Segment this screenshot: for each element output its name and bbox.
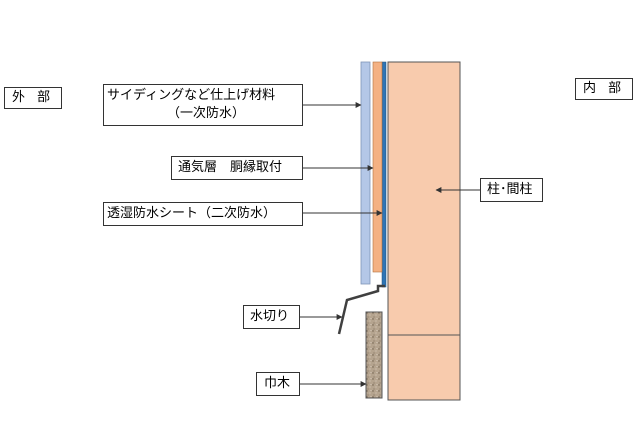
baseboard-block bbox=[365, 311, 383, 399]
siding-label-line1: サイディングなど仕上げ材料 bbox=[107, 88, 276, 103]
column-label-text: 柱･間柱 bbox=[487, 182, 533, 197]
inside-label: 内 部 bbox=[575, 78, 633, 100]
baseboard-label: 巾木 bbox=[256, 372, 300, 396]
column-lower bbox=[387, 334, 461, 401]
inside-label-text: 内 部 bbox=[583, 81, 626, 96]
column-upper bbox=[387, 61, 461, 336]
siding-label-line2: （一次防水） bbox=[167, 106, 246, 121]
moisture-sheet-layer bbox=[381, 61, 387, 288]
outside-label-text: 外 部 bbox=[12, 90, 55, 105]
air-layer-label-text: 通気層 胴縁取付 bbox=[178, 160, 283, 175]
moisture-sheet-label-text: 透湿防水シート（二次防水） bbox=[107, 206, 277, 221]
outside-label: 外 部 bbox=[4, 87, 62, 109]
moisture-sheet-label: 透湿防水シート（二次防水） bbox=[103, 202, 303, 226]
flashing-label: 水切り bbox=[243, 305, 300, 329]
baseboard-label-text: 巾木 bbox=[264, 376, 291, 391]
air-layer-label: 通気層 胴縁取付 bbox=[171, 156, 303, 180]
flashing-shape bbox=[337, 284, 385, 335]
siding-layer bbox=[360, 61, 371, 285]
column-label: 柱･間柱 bbox=[480, 178, 543, 202]
flashing-label-text: 水切り bbox=[250, 309, 290, 324]
siding-label: サイディングなど仕上げ材料 （一次防水） bbox=[103, 84, 303, 126]
furring-strip bbox=[372, 61, 383, 273]
